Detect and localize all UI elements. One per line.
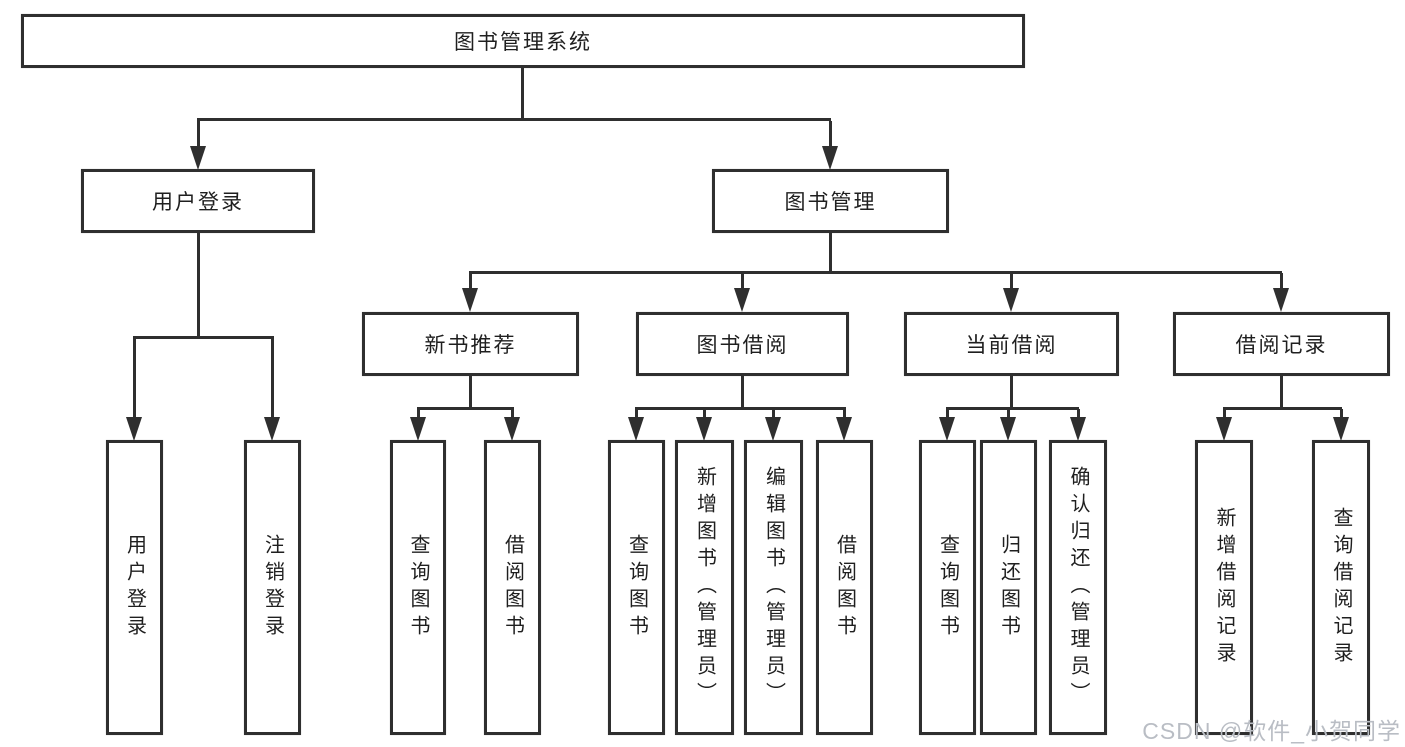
leaf-search-borrow-record-label: 查询借阅记录 (1330, 506, 1352, 669)
arrowhead-g4-leaf2-icon (1333, 417, 1349, 441)
csdn-watermark: CSDN @软件_小贺同学 (1142, 718, 1401, 744)
connector-group2-rail (635, 407, 846, 410)
node-current-borrowing-label: 当前借阅 (965, 334, 1058, 357)
arrowhead-g2-leaf4-icon (836, 417, 852, 441)
arrowhead-borrowing-icon (734, 288, 750, 312)
connector-level2-rail (197, 118, 831, 121)
leaf-edit-books-admin-label: 编辑图书（管理员） (762, 466, 785, 709)
leaf-add-borrow-record-label: 新增借阅记录 (1213, 506, 1235, 669)
node-root: 图书管理系统 (21, 14, 1025, 68)
connector-group4-rail (1223, 407, 1342, 410)
leaf-borrow-books-1-label: 借阅图书 (501, 533, 524, 642)
connector-g2-leaf3-stem (772, 409, 775, 419)
node-root-label: 图书管理系统 (454, 31, 592, 54)
leaf-borrow-books-2: 借阅图书 (816, 440, 873, 735)
connector-g2-leaf2-stem (703, 409, 706, 419)
leaf-search-books-2: 查询图书 (608, 440, 665, 735)
node-book-management-label: 图书管理 (784, 191, 877, 214)
node-borrowing-records-label: 借阅记录 (1235, 334, 1328, 357)
leaf-edit-books-admin: 编辑图书（管理员） (744, 440, 803, 735)
connector-g2-leaf4-stem (843, 409, 846, 419)
arrowhead-g3-leaf1-icon (939, 417, 955, 441)
arrowhead-book-mgmt-icon (822, 146, 838, 170)
leaf-search-borrow-record: 查询借阅记录 (1312, 440, 1370, 735)
leaf-add-books-admin: 新增图书（管理员） (675, 440, 734, 735)
connector-group1-down (469, 376, 472, 409)
leaf-add-borrow-record: 新增借阅记录 (1195, 440, 1253, 735)
connector-g4-leaf2-stem (1340, 409, 1343, 419)
node-book-borrowing: 图书借阅 (636, 312, 849, 376)
arrowhead-g1-leaf2-icon (504, 417, 520, 441)
arrowhead-g3-leaf2-icon (1000, 417, 1016, 441)
leaf-confirm-return-admin-label: 确认归还（管理员） (1067, 466, 1089, 709)
node-user-login-label: 用户登录 (152, 191, 244, 214)
connector-leaf-logout-stem (271, 339, 274, 419)
arrowhead-g2-leaf3-icon (765, 417, 781, 441)
connector-records-stem (1280, 273, 1283, 290)
leaf-search-books-1: 查询图书 (390, 440, 446, 735)
arrowhead-g2-leaf2-icon (696, 417, 712, 441)
connector-group2-down (741, 376, 744, 409)
connector-user-login-rail (133, 336, 274, 339)
leaf-confirm-return-admin: 确认归还（管理员） (1049, 440, 1107, 735)
connector-current-stem (1010, 273, 1013, 290)
connector-g1-leaf2-stem (511, 409, 514, 419)
connector-user-login-down (197, 233, 200, 336)
connector-group3-down (1010, 376, 1013, 409)
connector-group1-rail (417, 407, 514, 410)
node-borrowing-records: 借阅记录 (1173, 312, 1390, 376)
connector-book-mgmt-stem (829, 121, 832, 148)
node-book-borrowing-label: 图书借阅 (696, 334, 789, 357)
connector-group3-rail (946, 407, 1079, 410)
connector-g1-leaf1-stem (417, 409, 420, 419)
connector-leaf-login-stem (133, 339, 136, 419)
node-current-borrowing: 当前借阅 (904, 312, 1119, 376)
connector-g3-leaf2-stem (1007, 409, 1010, 419)
node-new-book-recommend-label: 新书推荐 (424, 334, 517, 357)
arrowhead-g2-leaf1-icon (628, 417, 644, 441)
node-new-book-recommend: 新书推荐 (362, 312, 579, 376)
arrowhead-records-icon (1273, 288, 1289, 312)
leaf-logout: 注销登录 (244, 440, 301, 735)
leaf-borrow-books-1: 借阅图书 (484, 440, 541, 735)
connector-user-login-stem (197, 121, 200, 148)
leaf-return-books: 归还图书 (980, 440, 1037, 735)
leaf-return-books-label: 归还图书 (997, 533, 1020, 642)
arrowhead-g1-leaf1-icon (410, 417, 426, 441)
connector-g3-leaf1-stem (946, 409, 949, 419)
connector-root-stem (521, 68, 524, 118)
connector-group4-down (1280, 376, 1283, 409)
arrowhead-g3-leaf3-icon (1070, 417, 1086, 441)
arrowhead-leaf-login-icon (126, 417, 142, 441)
leaf-add-books-admin-label: 新增图书（管理员） (693, 466, 716, 709)
leaf-user-login: 用户登录 (106, 440, 163, 735)
leaf-search-books-3-label: 查询图书 (936, 533, 959, 642)
connector-borrowing-stem (741, 273, 744, 290)
leaf-logout-label: 注销登录 (261, 533, 284, 642)
connector-g2-leaf1-stem (635, 409, 638, 419)
leaf-user-login-label: 用户登录 (123, 533, 146, 642)
arrowhead-new-book-icon (462, 288, 478, 312)
leaf-borrow-books-2-label: 借阅图书 (833, 533, 856, 642)
arrowhead-g4-leaf1-icon (1216, 417, 1232, 441)
connector-book-mgmt-down (829, 233, 832, 273)
leaf-search-books-1-label: 查询图书 (407, 533, 429, 642)
connector-g4-leaf1-stem (1223, 409, 1226, 419)
node-book-management: 图书管理 (712, 169, 949, 233)
arrowhead-current-icon (1003, 288, 1019, 312)
arrowhead-user-login-icon (190, 146, 206, 170)
node-user-login: 用户登录 (81, 169, 315, 233)
connector-new-book-stem (469, 273, 472, 290)
connector-g3-leaf3-stem (1077, 409, 1080, 419)
connector-level3-rail (469, 271, 1282, 274)
leaf-search-books-2-label: 查询图书 (625, 533, 648, 642)
arrowhead-leaf-logout-icon (264, 417, 280, 441)
leaf-search-books-3: 查询图书 (919, 440, 976, 735)
